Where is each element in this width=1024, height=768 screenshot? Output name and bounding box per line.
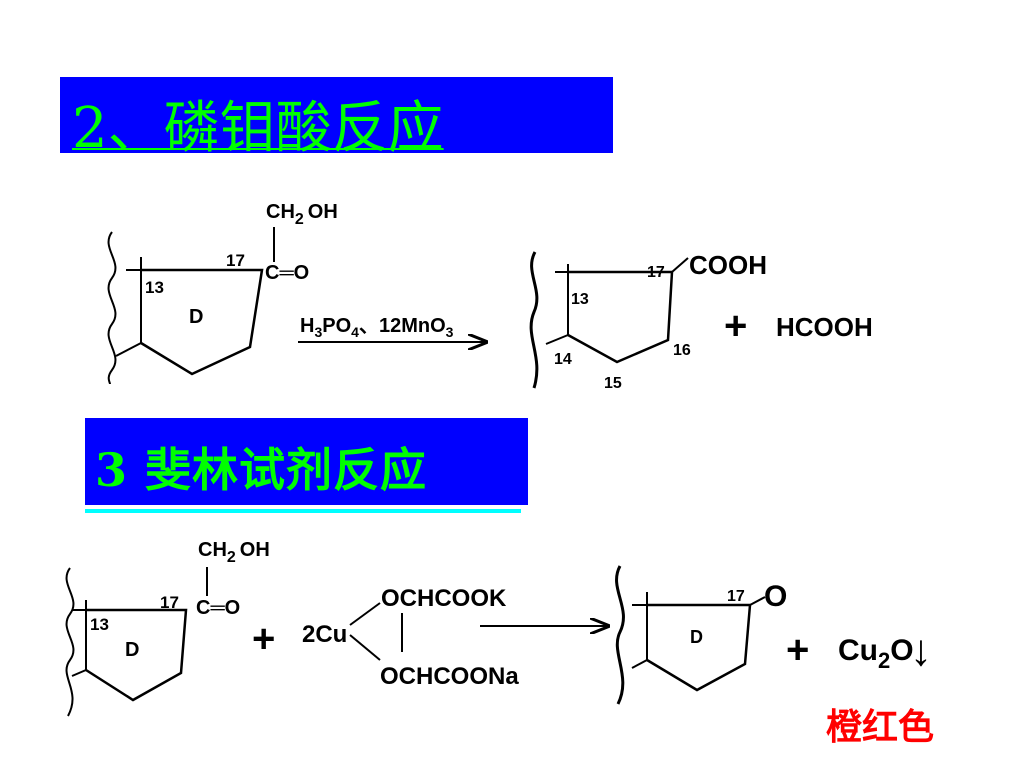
svg-text:14: 14 [554, 351, 572, 368]
wavy-bond-line [107, 231, 117, 385]
atom-number-13: 13 [145, 278, 164, 297]
wavy-bond-line [615, 565, 625, 705]
carbonyl-label: C═O [265, 262, 309, 284]
wavy-bond-line [65, 567, 75, 717]
byproduct-hcooh: HCOOH [776, 312, 873, 342]
reagent-top: OCHCOOK [381, 585, 507, 612]
color-note: 橙红色 [826, 706, 935, 748]
reaction1-arrow: H3PO4、12MnO3 [298, 315, 486, 342]
section1-title-box: 2、磷钼酸反应 [60, 77, 613, 161]
plus-sign: + [724, 304, 747, 348]
precipitate-arrow-icon: ↓ [910, 626, 932, 675]
svg-text:16: 16 [673, 342, 691, 359]
svg-text:17: 17 [727, 588, 745, 605]
atom-number-17: 17 [226, 251, 245, 270]
ring-d [85, 608, 188, 702]
wavy-bond-line [529, 251, 539, 389]
section2-title-box: 3 斐林试剂反应 [85, 418, 528, 505]
plus-sign: + [786, 628, 809, 672]
svg-text:17: 17 [647, 264, 665, 281]
reagent-cu: 2Cu [302, 621, 347, 648]
ring-d [140, 268, 264, 376]
ring-d-product [646, 603, 752, 692]
ring-label-d: D [189, 306, 203, 328]
svg-text:Cu2O: Cu2O [838, 634, 914, 673]
ring-label-d: D [690, 627, 703, 647]
ring-d-product [567, 270, 674, 364]
carbonyl-label: C═O [196, 597, 240, 619]
product-oxygen: O [764, 580, 787, 613]
atom-number-17: 17 [160, 593, 179, 612]
plus-sign: + [252, 617, 275, 661]
section2-title: 3 斐林试剂反应 [95, 443, 428, 497]
ring-label-d: D [125, 639, 139, 661]
section2-title-underline [85, 509, 521, 513]
reaction1-product: COOH 17 13 14 15 16 + HCOOH [529, 250, 873, 392]
svg-text:15: 15 [604, 375, 622, 392]
reagent-bottom: OCHCOONa [380, 663, 519, 690]
fehling-reagent: + 2Cu OCHCOOK OCHCOONa [252, 585, 608, 690]
reaction2-product: 17 O D + Cu2O ↓ [615, 565, 932, 705]
svg-text:13: 13 [571, 291, 589, 308]
svg-text:H3PO4、12MnO3: H3PO4、12MnO3 [300, 315, 454, 340]
atom-number-13: 13 [90, 615, 109, 634]
section1-title: 2、磷钼酸反应 [72, 96, 444, 161]
product-cooh: COOH [689, 250, 767, 280]
